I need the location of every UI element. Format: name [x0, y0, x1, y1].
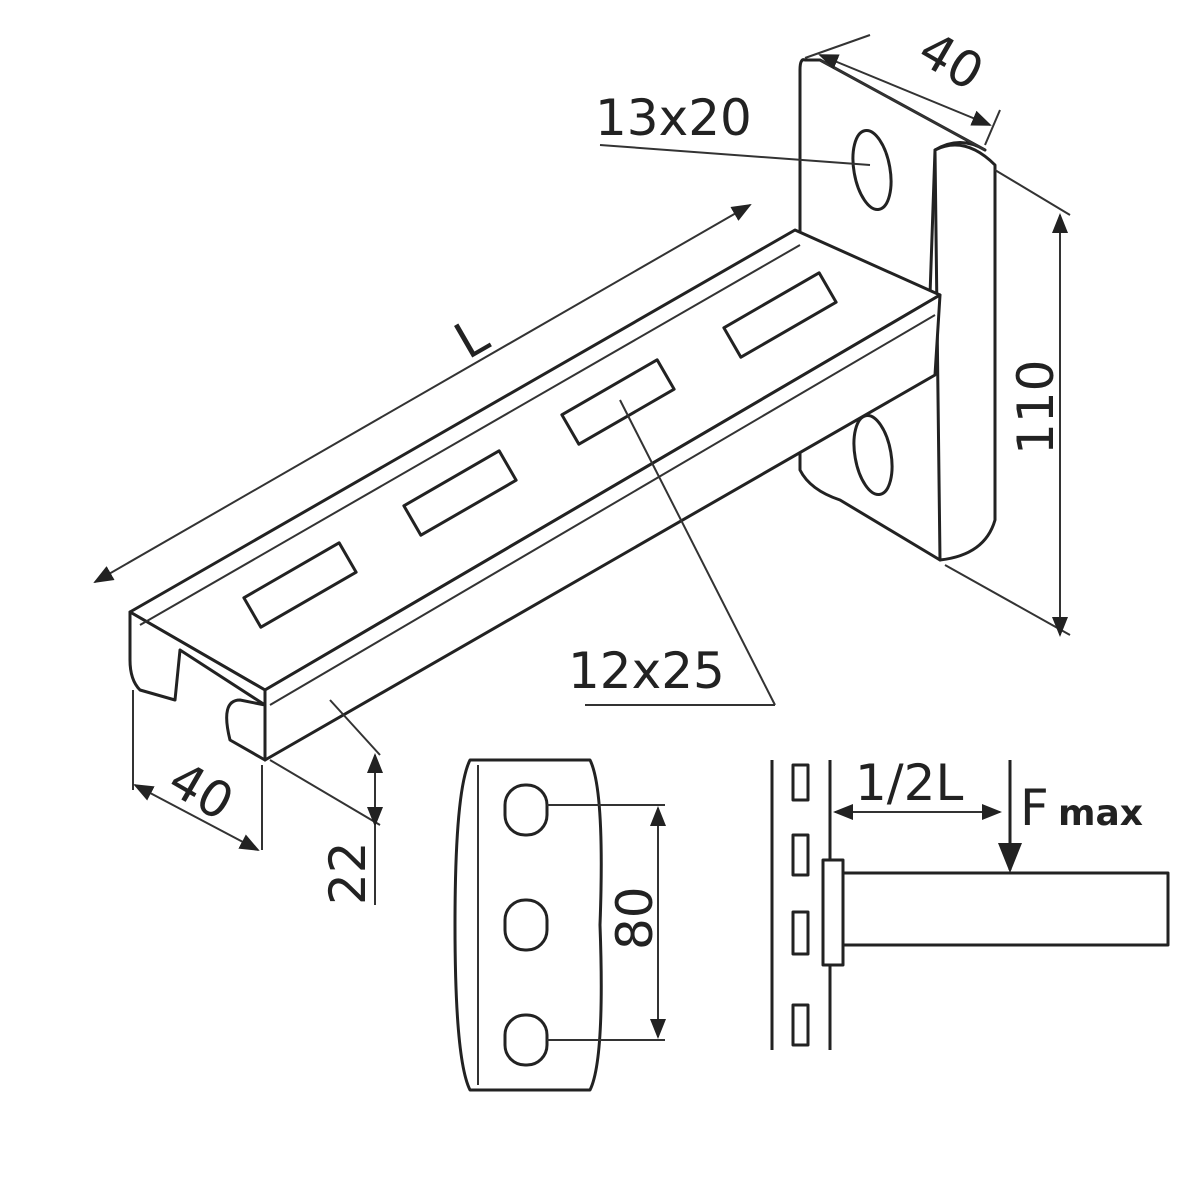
hole-spacing-label: 80	[606, 886, 664, 950]
dimension-lines	[93, 34, 1071, 905]
plate-front-view	[453, 758, 666, 1092]
length-label: L	[445, 306, 498, 370]
channel-height-label: 22	[319, 841, 377, 905]
channel-arm	[128, 228, 942, 762]
mount-hole-label: 13x20	[595, 89, 752, 147]
slot-size-label: 12x25	[568, 642, 725, 700]
plate-hole-2	[503, 898, 549, 952]
mount-hole-upper	[851, 128, 893, 212]
plate-height-label: 110	[1007, 360, 1065, 455]
half-length-label: 1/2L	[855, 754, 963, 812]
force-label: F	[1020, 779, 1049, 837]
plate-hole-1	[503, 783, 549, 837]
force-subscript-label: max	[1058, 793, 1143, 834]
channel-width-label: 40	[159, 750, 243, 832]
plate-width-label: 40	[909, 20, 993, 102]
load-side-view	[770, 760, 1170, 1050]
